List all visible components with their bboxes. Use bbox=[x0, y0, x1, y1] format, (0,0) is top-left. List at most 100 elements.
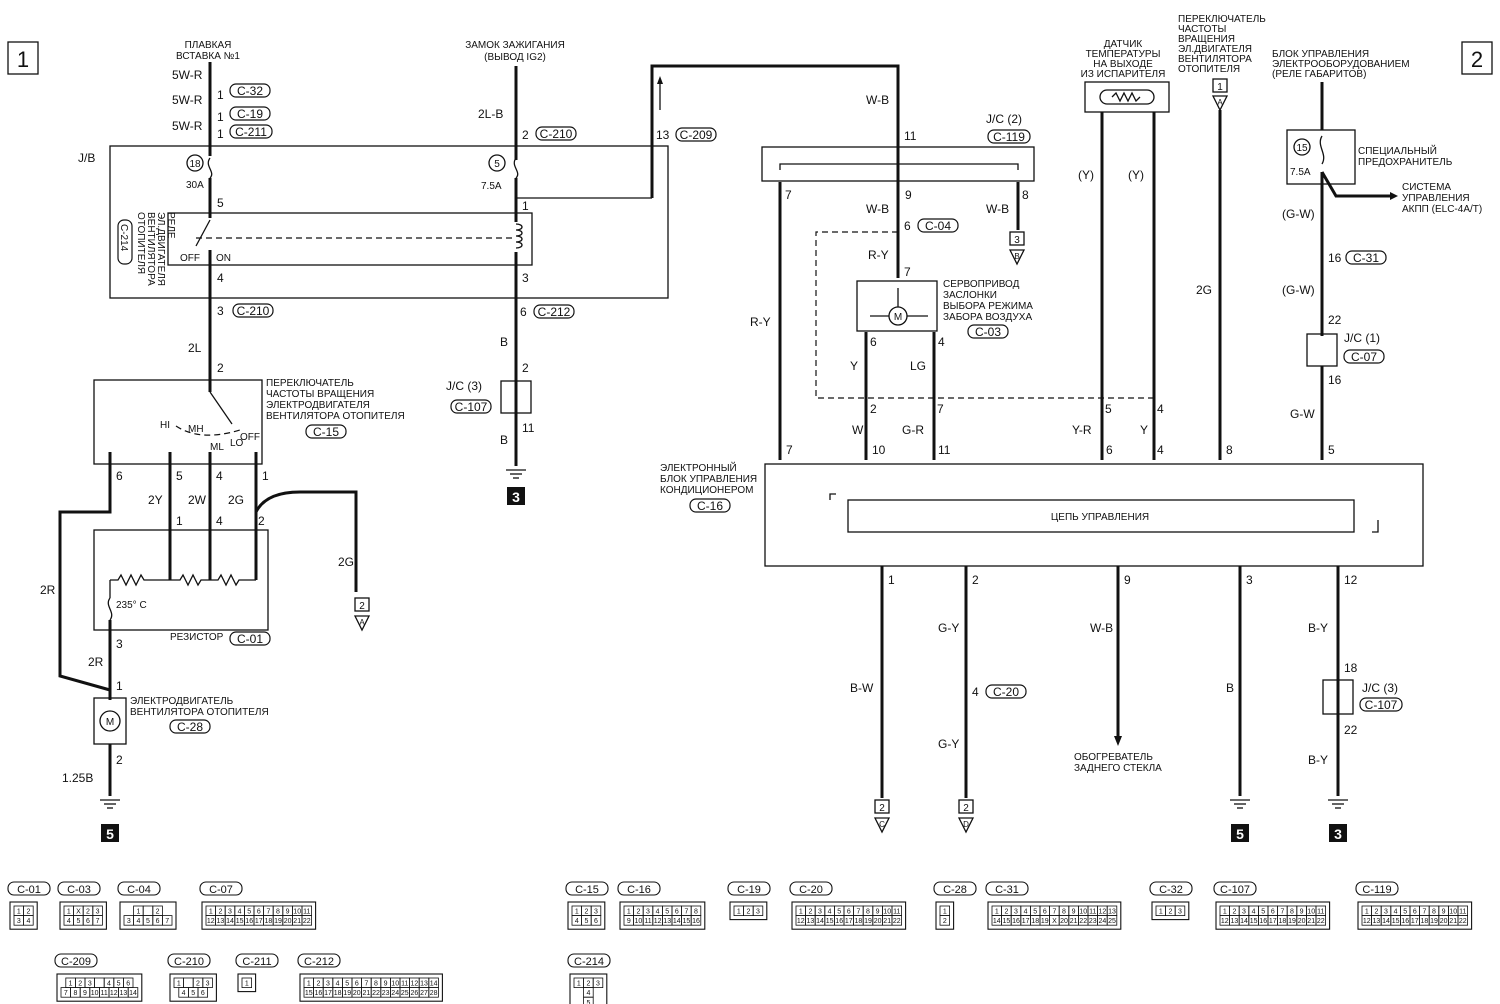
pin-label: 6 bbox=[870, 335, 877, 349]
wire-label: 2G bbox=[338, 555, 354, 569]
terminal-a-top-box bbox=[1212, 78, 1228, 93]
pin-label: 1 bbox=[262, 469, 269, 483]
svg-text:БЛОК УПРАВЛЕНИЯ: БЛОК УПРАВЛЕНИЯ bbox=[1272, 49, 1369, 60]
connector-label: C-32 bbox=[237, 84, 263, 98]
connector-c04 bbox=[917, 218, 959, 233]
legend-pin: 6 bbox=[126, 981, 130, 988]
legend-pin: 3 bbox=[88, 981, 92, 988]
ground-number-box bbox=[1329, 824, 1347, 842]
legend-pin: 24 bbox=[391, 990, 399, 997]
relay-contact bbox=[195, 219, 211, 247]
pin-label: 3 bbox=[1246, 573, 1253, 587]
legend-pin: 8 bbox=[1062, 909, 1066, 916]
svg-text:ВСТАВКА №1: ВСТАВКА №1 bbox=[176, 51, 240, 62]
legend-pin: 14 bbox=[1382, 918, 1390, 925]
legend-pin: 3 bbox=[96, 909, 100, 916]
legend-pin: 13 bbox=[807, 918, 815, 925]
connector-label: C-209 bbox=[680, 128, 713, 142]
jc3-lower-box bbox=[1322, 679, 1354, 715]
pin-label: 16 bbox=[1328, 373, 1342, 387]
jc2-label: J/C (2) bbox=[986, 112, 1022, 126]
pin-label: 4 bbox=[938, 335, 945, 349]
legend-pin: X bbox=[76, 909, 81, 916]
svg-text:ИЗ ИСПАРИТЕЛЯ: ИЗ ИСПАРИТЕЛЯ bbox=[1081, 69, 1166, 80]
special-fuse-label: СПЕЦИАЛЬНЫЙ ПРЕДОХРАНИТЕЛЬ bbox=[1358, 144, 1453, 168]
legend-pin: 18 bbox=[334, 990, 342, 997]
pin-label: 16 bbox=[1328, 251, 1342, 265]
legend-pin: 3 bbox=[818, 909, 822, 916]
pin-label: 4 bbox=[217, 271, 224, 285]
svg-text:ЭЛ.ДВИГАТЕЛЯ: ЭЛ.ДВИГАТЕЛЯ bbox=[1178, 44, 1252, 55]
legend-pin: 11 bbox=[101, 990, 108, 997]
legend-pin: 18 bbox=[265, 918, 273, 925]
legend-pin: 3 bbox=[127, 918, 131, 925]
legend-pin: 13 bbox=[217, 918, 225, 925]
legend-pin: 4 bbox=[136, 918, 140, 925]
legend-pin: 2 bbox=[78, 981, 82, 988]
legend-pin: 21 bbox=[1449, 918, 1457, 925]
wire-label: 2W bbox=[188, 493, 207, 507]
legend-connector-label: C-119 bbox=[1362, 884, 1391, 896]
legend-pin: 15 bbox=[1003, 918, 1011, 925]
legend-pin: 4 bbox=[238, 909, 242, 916]
legend-pin: 12 bbox=[110, 990, 118, 997]
pin-label: 5 bbox=[1328, 443, 1335, 457]
pin-label: 11 bbox=[938, 443, 951, 457]
legend-pin: 21 bbox=[363, 990, 371, 997]
legend-pin: 25 bbox=[401, 990, 409, 997]
wire-label: W-B bbox=[866, 202, 889, 216]
connector-c19 bbox=[229, 106, 271, 121]
svg-text:СИСТЕМА: СИСТЕМА bbox=[1402, 182, 1451, 193]
legend-pin: 28 bbox=[430, 990, 438, 997]
connector-label: C-19 bbox=[237, 107, 263, 121]
terminal-a-left: 2 bbox=[359, 601, 365, 612]
pin-label: 7 bbox=[785, 188, 792, 202]
legend-pin: 8 bbox=[1290, 909, 1294, 916]
legend-pin: 1 bbox=[943, 909, 947, 916]
legend-pin: 5 bbox=[586, 1000, 590, 1004]
legend-pin: 22 bbox=[372, 990, 380, 997]
legend-pin: 2 bbox=[86, 909, 90, 916]
legend-pin: 11 bbox=[644, 918, 651, 925]
ground-number-box bbox=[507, 487, 525, 505]
servo-wiring bbox=[870, 288, 928, 317]
legend-pin: 12 bbox=[1099, 909, 1107, 916]
wire-label: G-Y bbox=[938, 737, 959, 751]
legend-pin: X bbox=[1052, 918, 1057, 925]
speed-lo: LO bbox=[230, 438, 244, 449]
connector-label: C-212 bbox=[538, 305, 571, 319]
switch-arc bbox=[175, 425, 241, 436]
wire-label: B-Y bbox=[1308, 621, 1328, 635]
legend-pin: 1 bbox=[209, 909, 213, 916]
legend-pin: 5 bbox=[345, 981, 349, 988]
legend-pin: 21 bbox=[1070, 918, 1078, 925]
terminal-d: 2 bbox=[963, 803, 969, 814]
legend-connector-label: C-211 bbox=[242, 956, 271, 968]
legend-pin: 18 bbox=[1421, 918, 1429, 925]
svg-text:КОНДИЦИОНЕРОМ: КОНДИЦИОНЕРОМ bbox=[660, 485, 754, 496]
ecu-label: ЭЛЕКТРОННЫЙ БЛОК УПРАВЛЕНИЯ КОНДИЦИОНЕРО… bbox=[660, 461, 757, 496]
connector-label: C-16 bbox=[697, 499, 723, 513]
legend-pin: 12 bbox=[1221, 918, 1229, 925]
legend-pin: 15 bbox=[683, 918, 691, 925]
legend-pin: 10 bbox=[391, 981, 399, 988]
legend-pin: 3 bbox=[326, 981, 330, 988]
ground-symbol bbox=[1328, 799, 1348, 809]
wire-label: Y bbox=[1140, 423, 1148, 437]
ground-number: 3 bbox=[1334, 826, 1342, 842]
thermal-fuse bbox=[107, 597, 113, 621]
terminal-b-box bbox=[1009, 231, 1025, 246]
pin-label: 5 bbox=[217, 196, 224, 210]
legend-pin: 2 bbox=[584, 909, 588, 916]
legend-pin: 25 bbox=[1108, 918, 1116, 925]
legend-pin: 8 bbox=[866, 909, 870, 916]
pin-label: 5 bbox=[176, 469, 183, 483]
fuse-15-marker bbox=[1293, 138, 1311, 156]
